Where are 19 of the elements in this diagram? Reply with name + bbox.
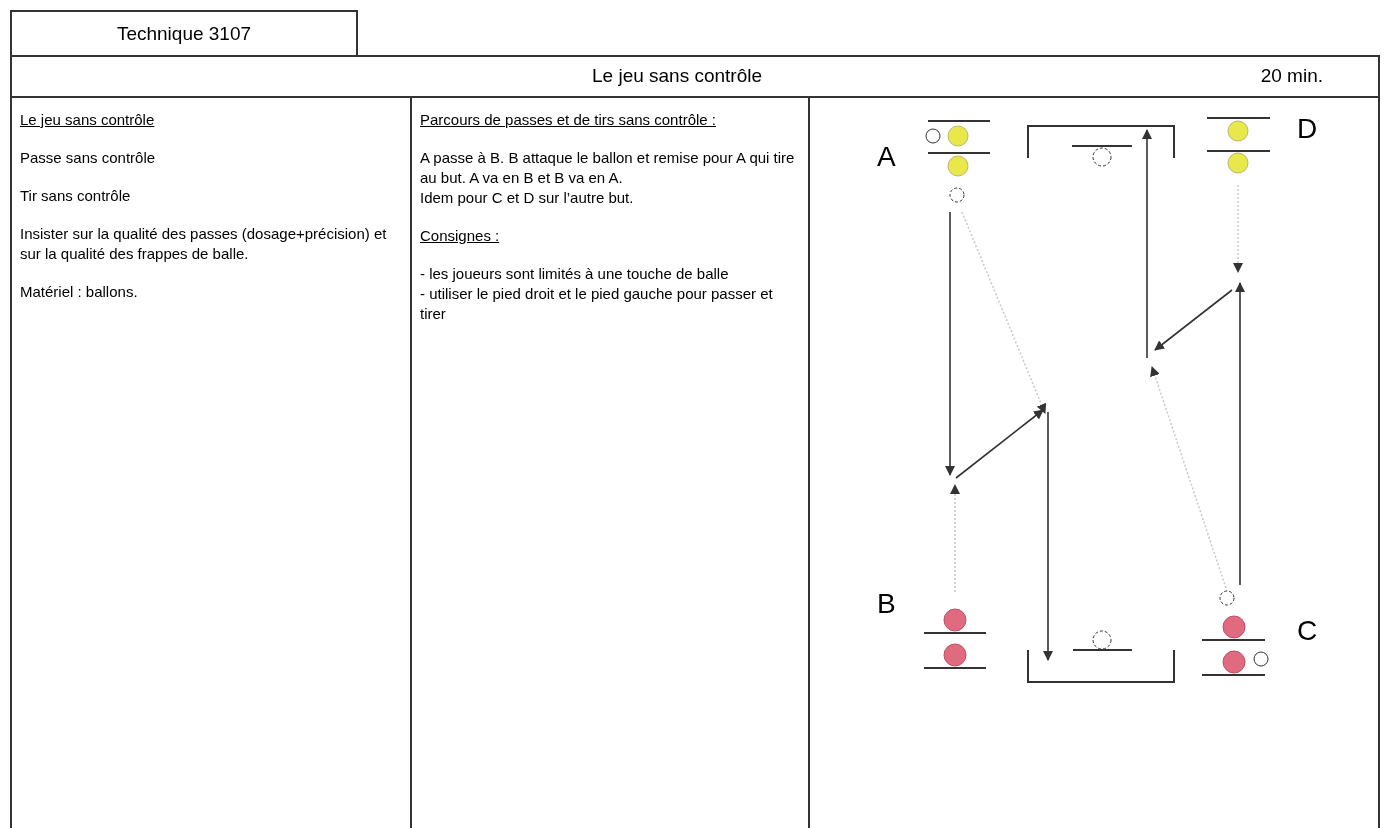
body-text: Passe sans contrôle bbox=[20, 148, 157, 168]
body-text: Insister sur la qualité des passes (dosage+précision) et sur la qualité des frappes de balle. bbox=[20, 224, 388, 264]
duration-text: 20 min. bbox=[1260, 64, 1323, 89]
header-title: Le jeu sans contrôle bbox=[592, 64, 763, 89]
player-letter: A bbox=[877, 143, 896, 171]
body-text: Idem pour C et D sur l’autre but. bbox=[420, 188, 635, 208]
body-text: - utiliser le pied droit et le pied gauche pour passer et tirer bbox=[420, 284, 774, 324]
body-text: Matériel : ballons. bbox=[20, 282, 139, 302]
player-letter: B bbox=[877, 590, 896, 618]
header-band bbox=[10, 55, 1380, 98]
section-heading: Le jeu sans contrôle bbox=[20, 110, 156, 130]
player-letter: C bbox=[1297, 617, 1318, 645]
body-text: A passe à B. B attaque le ballon et remise pour A qui tire au but. A va en B et B va en A. bbox=[420, 148, 796, 188]
title-text: Technique 3107 bbox=[116, 21, 252, 46]
section-heading: Consignes : bbox=[420, 226, 501, 246]
player-letter: D bbox=[1297, 115, 1318, 143]
body-text: - les joueurs sont limités à une touche de balle bbox=[420, 264, 730, 284]
section-heading: Parcours de passes et de tirs sans contrôle : bbox=[420, 110, 717, 130]
body-text: Tir sans contrôle bbox=[20, 186, 132, 206]
